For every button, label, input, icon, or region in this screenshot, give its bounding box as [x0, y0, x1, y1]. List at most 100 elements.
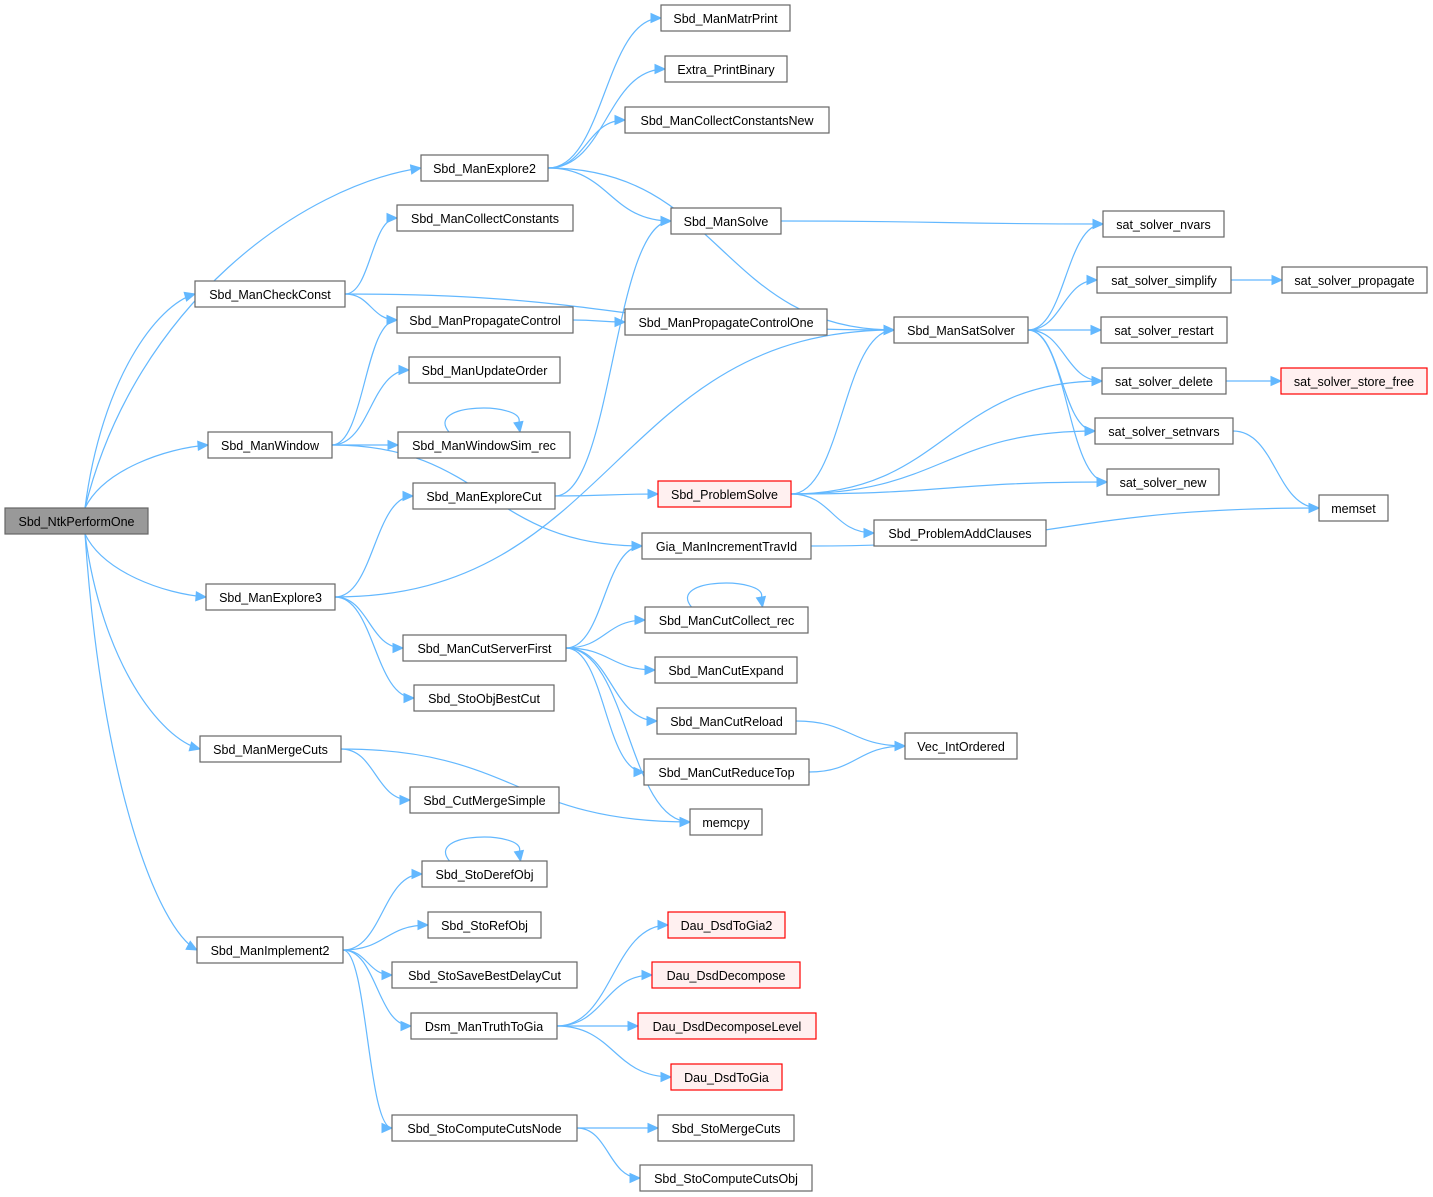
edge-sbd-mansatsolver-to-sat-solver-setnvars [1027, 329, 1096, 432]
node-sbd-manexplore2[interactable]: Sbd_ManExplore2 [420, 154, 549, 182]
arrowhead-icon [513, 849, 525, 863]
node-extra-printbinary[interactable]: Extra_PrintBinary [664, 55, 788, 83]
node-sat-solver-restart[interactable]: sat_solver_restart [1100, 316, 1228, 344]
arrowhead-icon [403, 692, 416, 704]
arrowhead-icon [1092, 218, 1105, 230]
arrowhead-icon [417, 919, 430, 931]
node-sbd-manexplorecut[interactable]: Sbd_ManExploreCut [412, 482, 556, 510]
node-sbd-manexplore3[interactable]: Sbd_ManExplore3 [205, 583, 336, 611]
edge-sbd-mancutreload-to-vec-intordered [795, 720, 906, 747]
node-label: Sbd_ManCutExpand [668, 664, 783, 678]
node-sbd-stocomputecutsnode[interactable]: Sbd_StoComputeCutsNode [391, 1114, 578, 1142]
node-sbd-mancutcollect-rec[interactable]: Sbd_ManCutCollect_rec [644, 606, 809, 634]
edge-sbd-ntkperformone-to-sbd-manexplore2 [84, 167, 422, 509]
node-label: Vec_IntOrdered [917, 740, 1005, 754]
arrowhead-icon [631, 540, 644, 552]
node-sat-solver-store-free[interactable]: sat_solver_store_free [1280, 367, 1428, 395]
node-dau-dsdtogia[interactable]: Dau_DsdToGia [670, 1063, 783, 1091]
node-sbd-stoderefobj[interactable]: Sbd_StoDerefObj [421, 860, 548, 888]
node-label: Sbd_StoDerefObj [436, 868, 534, 882]
arrowhead-icon [1308, 502, 1321, 514]
arrowhead-icon [883, 324, 896, 336]
arrowhead-icon [387, 439, 400, 451]
arrowhead-icon [1090, 324, 1103, 336]
node-label: memset [1331, 502, 1376, 516]
node-sbd-mansatsolver[interactable]: Sbd_ManSatSolver [893, 316, 1029, 344]
node-memset[interactable]: memset [1318, 494, 1389, 522]
node-sbd-manmergecuts[interactable]: Sbd_ManMergeCuts [199, 735, 342, 763]
node-sat-solver-nvars[interactable]: sat_solver_nvars [1102, 210, 1225, 238]
node-sbd-ntkperformone[interactable]: Sbd_NtkPerformOne [4, 507, 149, 535]
node-label: Sbd_StoSaveBestDelayCut [408, 969, 561, 983]
node-sat-solver-delete[interactable]: sat_solver_delete [1101, 367, 1227, 395]
node-box [637, 1012, 817, 1040]
node-box [656, 707, 797, 735]
node-sbd-stocomputecutsobj[interactable]: Sbd_StoComputeCutsObj [639, 1164, 813, 1192]
node-box [660, 4, 791, 32]
edge-sbd-problemsolve-to-sat-solver-setnvars [790, 430, 1096, 495]
edge-sbd-ntkperformone-to-sbd-manmergecuts [84, 533, 201, 750]
node-sbd-manwindowsim-rec[interactable]: Sbd_ManWindowSim_rec [397, 431, 571, 459]
node-memcpy[interactable]: memcpy [689, 808, 763, 836]
node-sbd-mancutexpand[interactable]: Sbd_ManCutExpand [654, 656, 798, 684]
node-sat-solver-propagate[interactable]: sat_solver_propagate [1281, 266, 1428, 294]
node-sbd-stomergecuts[interactable]: Sbd_StoMergeCuts [657, 1114, 795, 1142]
edge-sbd-mansatsolver-to-sat-solver-new [1027, 329, 1108, 483]
edge-sbd-manwindow-to-sbd-manupdateorder [331, 369, 410, 446]
node-sbd-mancutreducetop[interactable]: Sbd_ManCutReduceTop [643, 758, 810, 786]
node-label: sat_solver_delete [1115, 375, 1213, 389]
node-sbd-storefobj[interactable]: Sbd_StoRefObj [427, 911, 542, 939]
node-sat-solver-simplify[interactable]: sat_solver_simplify [1096, 266, 1232, 294]
node-dau-dsddecomposelevel[interactable]: Dau_DsdDecomposeLevel [637, 1012, 817, 1040]
node-sbd-manpropagatecontrolone[interactable]: Sbd_ManPropagateControlOne [624, 308, 828, 336]
edge-sbd-manexplore2-to-sbd-mansatsolver [547, 167, 895, 331]
arrowhead-icon [399, 794, 412, 806]
node-label: Sbd_ManCutCollect_rec [659, 614, 795, 628]
node-gia-manincrementtravid[interactable]: Gia_ManIncrementTravId [641, 532, 812, 560]
node-dau-dsddecompose[interactable]: Dau_DsdDecompose [651, 961, 801, 989]
node-sat-solver-new[interactable]: sat_solver_new [1106, 468, 1220, 496]
arrowhead-icon [654, 63, 667, 75]
node-sbd-manimplement2[interactable]: Sbd_ManImplement2 [196, 936, 344, 964]
edge-sbd-mansatsolver-to-sat-solver-delete [1027, 329, 1103, 382]
edge-sbd-manexplorecut-to-sbd-problemsolve [554, 493, 659, 497]
node-vec-intordered[interactable]: Vec_IntOrdered [904, 732, 1018, 760]
node-box [207, 431, 333, 459]
node-sbd-mancollectconstants[interactable]: Sbd_ManCollectConstants [396, 204, 574, 232]
node-label: Sbd_ManPropagateControl [409, 314, 561, 328]
edge-sbd-manmergecuts-to-memcpy [340, 748, 691, 823]
node-sbd-stosavebestdelaycut[interactable]: Sbd_StoSaveBestDelayCut [391, 961, 578, 989]
node-sbd-manupdateorder[interactable]: Sbd_ManUpdateOrder [408, 356, 561, 384]
node-sbd-mancutreload[interactable]: Sbd_ManCutReload [656, 707, 797, 735]
node-label: Extra_PrintBinary [677, 63, 775, 77]
node-sbd-cutmergesimple[interactable]: Sbd_CutMergeSimple [409, 786, 560, 814]
node-sbd-manmatrprint[interactable]: Sbd_ManMatrPrint [660, 4, 791, 32]
node-sbd-mancollectconstantsnew[interactable]: Sbd_ManCollectConstantsNew [624, 106, 830, 134]
node-sbd-mancheckconst[interactable]: Sbd_ManCheckConst [194, 280, 346, 308]
node-label: Sbd_ManMergeCuts [213, 743, 328, 757]
node-sbd-mansolve[interactable]: Sbd_ManSolve [670, 207, 782, 235]
node-label: Sbd_ManCheckConst [209, 288, 331, 302]
edge-sbd-ntkperformone-to-sbd-manexplore3 [84, 533, 207, 598]
node-sat-solver-setnvars[interactable]: sat_solver_setnvars [1094, 417, 1234, 445]
node-box [639, 1164, 813, 1192]
node-box [391, 1114, 578, 1142]
node-dau-dsdtogia2[interactable]: Dau_DsdToGia2 [667, 911, 786, 939]
node-sbd-problemaddclauses[interactable]: Sbd_ProblemAddClauses [873, 519, 1047, 547]
node-sbd-problemsolve[interactable]: Sbd_ProblemSolve [657, 480, 792, 508]
arrowhead-icon [647, 488, 660, 500]
arrowhead-icon [398, 364, 411, 376]
node-sbd-manwindow[interactable]: Sbd_ManWindow [207, 431, 333, 459]
node-sbd-stoobjbestcut[interactable]: Sbd_StoObjBestCut [413, 684, 555, 712]
edge-dsm-mantruthtogia-to-dau-dsddecompose [556, 974, 653, 1027]
node-box [657, 1114, 795, 1142]
node-box [873, 519, 1047, 547]
arrowhead-icon [1096, 476, 1109, 488]
node-dsm-mantruthtogia[interactable]: Dsm_ManTruthToGia [410, 1012, 558, 1040]
node-label: Dau_DsdDecompose [667, 969, 786, 983]
node-sbd-mancutserverfirst[interactable]: Sbd_ManCutServerFirst [402, 634, 567, 662]
node-sbd-manpropagatecontrol[interactable]: Sbd_ManPropagateControl [396, 306, 574, 334]
node-label: sat_solver_new [1120, 476, 1208, 490]
arrowhead-icon [679, 816, 692, 828]
